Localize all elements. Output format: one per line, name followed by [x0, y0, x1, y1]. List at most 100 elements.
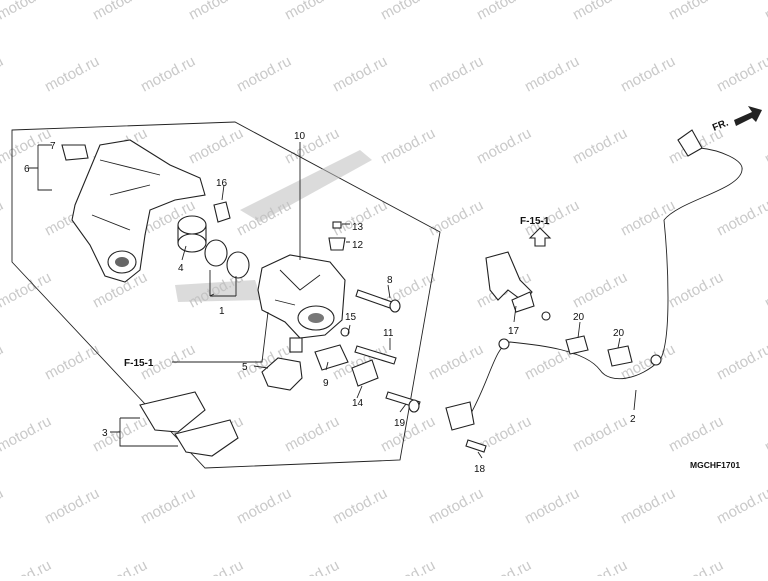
callout-18: 18	[474, 464, 486, 475]
watermark-text: motod.ru	[0, 557, 54, 576]
watermark-text: motod.ru	[570, 0, 630, 24]
watermark-text: motod.ru	[0, 413, 54, 456]
watermark-text: motod.ru	[426, 53, 486, 96]
callout-20-right: 20	[613, 328, 625, 339]
watermark-text: motod.ru	[330, 485, 390, 528]
callout-17: 17	[508, 326, 520, 337]
callout-16: 16	[216, 178, 228, 189]
watermark-text: motod.ru	[666, 269, 726, 312]
callout-20-left: 20	[573, 312, 585, 323]
watermark-text: motod.ru	[474, 125, 534, 168]
caliper-piston	[177, 215, 207, 253]
watermark-text: motod.ru	[522, 485, 582, 528]
watermark-text: motod.ru	[714, 53, 768, 96]
watermark-text: motod.ru	[762, 0, 768, 24]
watermark-text: motod.ru	[0, 341, 6, 384]
callout-9: 9	[323, 378, 329, 389]
watermark-text: motod.ru	[426, 197, 486, 240]
watermark-text: motod.ru	[330, 197, 390, 240]
watermark-text: motod.ru	[0, 53, 6, 96]
watermark-text: motod.ru	[570, 413, 630, 456]
callout-10: 10	[294, 131, 306, 142]
callout-8: 8	[387, 275, 393, 286]
callout-19: 19	[394, 418, 406, 429]
callout-labels: 6 7 10 16 4 1 13 12 8 15 11 9 14 19 5 3 …	[24, 131, 636, 475]
watermark-text: motod.ru	[378, 413, 438, 456]
watermark-text: motod.ru	[186, 125, 246, 168]
sensor-clamp	[485, 251, 551, 321]
watermark-text: motod.ru	[282, 0, 342, 24]
wire-clips	[565, 335, 633, 367]
reference-left: F-15-1	[124, 358, 154, 369]
bleeder-cap	[213, 201, 231, 223]
watermark-text: motod.ru	[618, 197, 678, 240]
watermark-text: motod.ru	[0, 0, 54, 24]
watermark-text: motod.ru	[90, 0, 150, 24]
watermark-text: motod.ru	[714, 197, 768, 240]
watermark-text: motod.ru	[282, 125, 342, 168]
watermark-text: motod.ru	[714, 341, 768, 384]
watermark-text: motod.ru	[42, 485, 102, 528]
watermark-text: motod.ru	[762, 125, 768, 168]
watermark-text: motod.ru	[138, 485, 198, 528]
watermark-text: motod.ru	[762, 269, 768, 312]
watermark-text: motod.ru	[0, 197, 6, 240]
watermark-text: motod.ru	[426, 341, 486, 384]
caliper-body	[257, 254, 346, 353]
watermark-text: motod.ru	[90, 557, 150, 576]
callout-13: 13	[352, 222, 364, 233]
watermark-text: motod.ru	[666, 557, 726, 576]
callout-5: 5	[242, 362, 248, 373]
leader-lines	[28, 142, 637, 459]
watermark-text: motod.ru	[282, 413, 342, 456]
watermark-text: motod.ru	[42, 53, 102, 96]
watermark-text: motod.ru	[522, 53, 582, 96]
watermark-text: motod.ru	[570, 269, 630, 312]
callout-4: 4	[178, 263, 184, 274]
bracket-clip	[61, 144, 89, 161]
watermark-text: motod.ru	[714, 485, 768, 528]
callout-14: 14	[352, 398, 364, 409]
reference-arrow-icon	[528, 227, 552, 247]
callout-6: 6	[24, 164, 30, 175]
callout-15: 15	[345, 312, 357, 323]
callout-2: 2	[630, 414, 636, 425]
caliper-assembly-outline	[11, 121, 441, 469]
front-direction-arrow: FR.	[711, 106, 762, 134]
watermark-text: motod.ru	[186, 0, 246, 24]
watermark-text: motod.ru	[762, 413, 768, 456]
assembly-shading	[175, 150, 372, 302]
watermark-text: motod.ru	[138, 53, 198, 96]
watermark-text: motod.ru	[330, 53, 390, 96]
watermark-text: motod.ru	[666, 0, 726, 24]
bleeder-screw	[328, 221, 346, 251]
small-parts	[314, 327, 421, 413]
pad-spring	[261, 357, 303, 391]
watermark-text: motod.ru	[234, 485, 294, 528]
callout-3: 3	[102, 428, 108, 439]
watermark-text: motod.ru	[570, 557, 630, 576]
abs-sensor-wire	[445, 129, 743, 431]
sensor-bolt	[465, 439, 487, 453]
watermark-text: motod.ru	[0, 269, 54, 312]
watermark-text: motod.ru	[378, 557, 438, 576]
callout-12: 12	[352, 240, 364, 251]
watermark-text: motod.ru	[426, 485, 486, 528]
watermark-text: motod.ru	[618, 53, 678, 96]
callout-11: 11	[383, 328, 394, 339]
watermark-text: motod.ru	[378, 125, 438, 168]
watermark-text: motod.ru	[378, 0, 438, 24]
caliper-bracket	[71, 139, 206, 283]
watermark-text: motod.ru	[474, 557, 534, 576]
watermark-text: motod.ru	[618, 485, 678, 528]
watermark-text: motod.ru	[282, 557, 342, 576]
piston-seals	[204, 239, 250, 279]
watermark-text: motod.ru	[666, 413, 726, 456]
direction-label: FR.	[711, 117, 730, 133]
watermark-text: motod.ru	[186, 557, 246, 576]
watermark-text: motod.ru	[762, 557, 768, 576]
pin-bolt	[355, 289, 401, 313]
watermark-text: motod.ru	[0, 485, 6, 528]
